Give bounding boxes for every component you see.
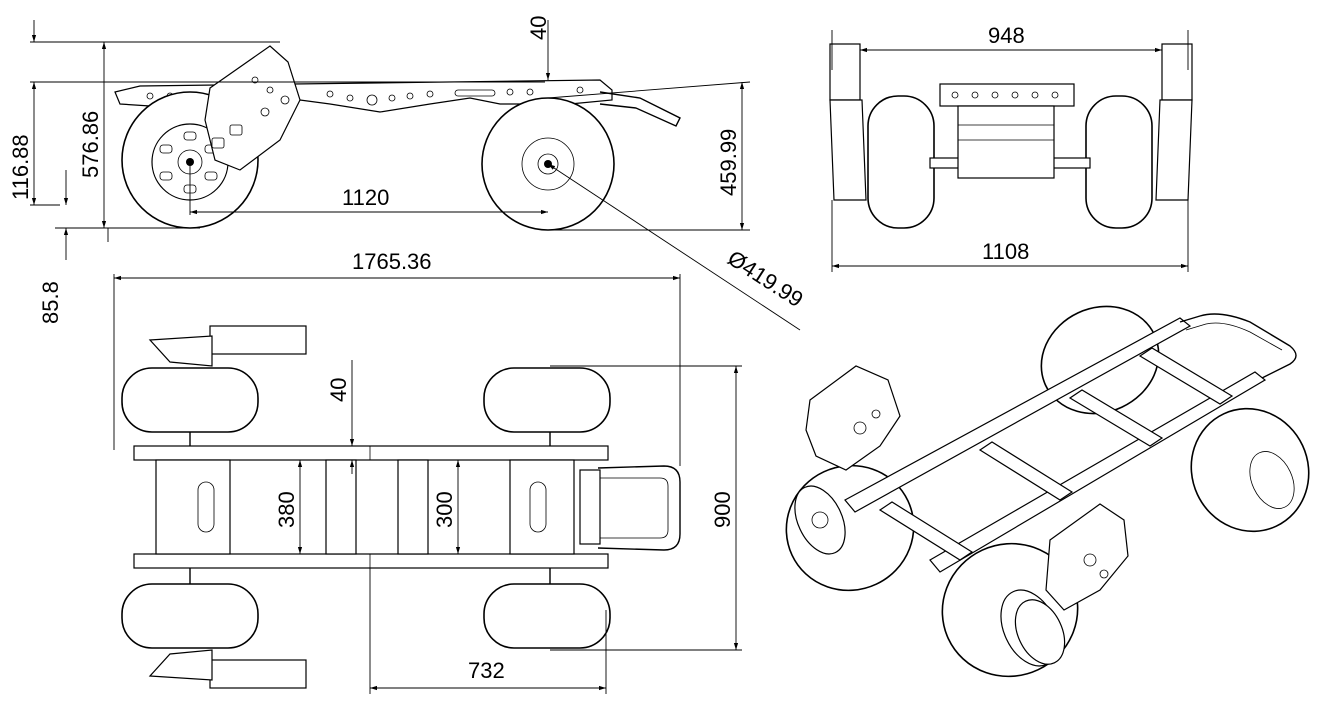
dim-overall-length: 1765.36 [352, 249, 432, 274]
top-rear-left-tire [121, 367, 259, 433]
dim-wheelbase: 1120 [342, 185, 389, 210]
dim-overall-width: 900 [710, 491, 735, 528]
iso-frame-near-rail [844, 317, 1192, 513]
iso-front-motor-pod [1045, 503, 1129, 611]
dim-inner-frame-width-rear: 300 [432, 491, 457, 528]
side-front-hub-outer [521, 137, 575, 191]
dim-wheel-diameter: Ø419.99 [723, 245, 807, 312]
top-front-left-tire [483, 367, 611, 433]
front-frame-holes [951, 91, 1059, 99]
dim-side-frame-to-top: 116.88 [8, 134, 33, 200]
dim-wheel-height: 459.99 [716, 129, 741, 196]
iso-cross-member-b [978, 441, 1074, 501]
isometric-view [785, 305, 1310, 678]
dim-inner-frame-width-front: 380 [274, 491, 299, 528]
top-handle [597, 465, 681, 551]
dim-rear-section-length: 732 [468, 658, 505, 683]
top-right-motor-pod [209, 659, 307, 689]
top-front-plate [579, 469, 601, 545]
dim-top-offset: 40 [326, 378, 351, 402]
iso-cross-member-d [1138, 347, 1234, 405]
iso-handle [1179, 313, 1297, 379]
top-view: 1765.36 40 380 300 900 732 [113, 249, 742, 694]
top-rear-right-tire [121, 583, 259, 649]
top-front-right-tire [483, 583, 611, 649]
top-cross-member-2 [325, 459, 357, 555]
front-right-pod [1161, 43, 1193, 101]
iso-cross-member-c [1068, 389, 1164, 447]
top-left-motor-pod [209, 325, 307, 355]
front-right-tire [1085, 95, 1153, 229]
front-top-frame [939, 83, 1075, 107]
top-lower-rail [133, 553, 609, 569]
top-cross-member-4 [509, 459, 575, 555]
front-view: 948 1108 [829, 23, 1193, 272]
top-cross-member-3 [397, 459, 429, 555]
dim-front-track-outer: 1108 [982, 239, 1029, 264]
dim-side-total-height: 576.86 [78, 111, 103, 178]
dim-side-top-offset: 40 [526, 16, 551, 40]
top-cross-member-1 [155, 459, 231, 555]
side-motor-pod-holes [211, 76, 290, 149]
front-left-pod [829, 43, 861, 101]
dim-ground-clearance: 85.8 [38, 281, 63, 324]
front-center-box [957, 105, 1055, 179]
side-rear-handle [599, 91, 681, 127]
side-front-hub-inner [537, 153, 559, 175]
front-left-tire [867, 95, 935, 229]
side-view: 40 576.86 116.88 1120 459.99 85.8 Ø419.9… [8, 16, 808, 331]
top-upper-rail [133, 445, 609, 461]
iso-cross-member-a [878, 501, 974, 561]
side-motor-pod [204, 45, 301, 171]
dim-front-track-inner: 948 [988, 23, 1025, 48]
side-frame-holes [146, 86, 584, 106]
iso-rear-motor-pod [805, 365, 901, 471]
